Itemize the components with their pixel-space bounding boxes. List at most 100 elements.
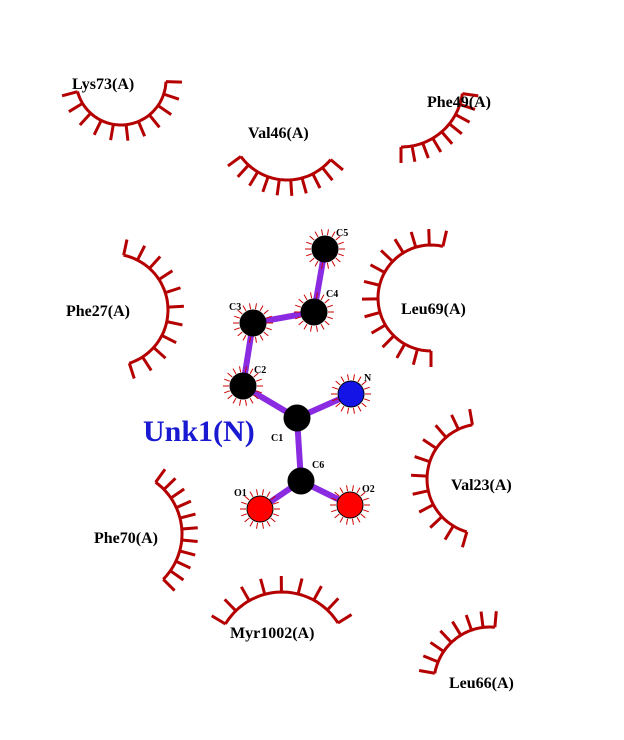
- atom-label-C1: C1: [271, 433, 283, 444]
- contact-arc-spoke: [210, 614, 227, 626]
- atom-C6: [287, 467, 315, 495]
- contact-arc-spoke: [141, 356, 153, 372]
- contact-arc-spoke: [167, 304, 184, 309]
- contact-arc-spoke: [448, 122, 463, 135]
- contact-arc-spoke: [227, 155, 242, 168]
- atom-label-O2: O2: [362, 484, 375, 495]
- contact-arc-spoke: [418, 503, 435, 514]
- residue-labels: Lys73(A)Phe49(A)Val46(A)Phe27(A)Leu69(A)…: [66, 76, 514, 692]
- contact-arc-spoke: [289, 179, 294, 196]
- contact-arc-curve: [376, 243, 444, 353]
- contact-arc-phe27: [122, 239, 184, 379]
- contact-arc-spoke: [321, 166, 334, 182]
- contact-arc-spoke: [493, 611, 498, 628]
- contact-arc-val23: [411, 408, 474, 548]
- contact-arc-spoke: [468, 408, 474, 426]
- contact-arc-spoke: [181, 538, 198, 544]
- contact-arc-spoke: [312, 585, 323, 601]
- contact-arc-spoke: [157, 104, 173, 116]
- contact-arc-spoke: [163, 92, 180, 101]
- atom-contact-ticks-C4: [294, 292, 334, 332]
- contact-arc-spoke: [136, 245, 147, 261]
- contact-arc-val46: [227, 155, 344, 196]
- contact-arc-spoke: [422, 438, 438, 450]
- atom-C5: [311, 235, 339, 263]
- contact-arc-spoke: [380, 249, 394, 263]
- contact-arc-curve: [239, 155, 332, 182]
- residue-label-myr1002: Myr1002(A): [230, 625, 314, 642]
- atom-label-C3: C3: [229, 302, 241, 313]
- ligand-name-label: Unk1(N): [143, 415, 255, 448]
- contact-arc-spoke: [162, 477, 177, 491]
- contact-arc-spoke: [261, 176, 270, 193]
- residue-label-phe27: Phe27(A): [66, 303, 130, 320]
- contact-arc-spoke: [441, 230, 448, 247]
- contact-arc-leu69: [361, 228, 448, 367]
- contact-arc-phe70: [154, 468, 198, 592]
- contact-arc-spoke: [411, 473, 428, 478]
- contact-arc-spoke: [479, 611, 485, 628]
- residue-label-phe70: Phe70(A): [94, 530, 158, 547]
- residue-label-phe49: Phe49(A): [427, 94, 491, 111]
- contact-arc-curve: [425, 423, 473, 534]
- atom-N: [337, 380, 365, 408]
- contact-arc-spoke: [109, 124, 115, 141]
- contact-arc-spoke: [92, 119, 103, 136]
- atom-C1: [283, 404, 311, 432]
- atom-label-C5: C5: [336, 228, 348, 239]
- contact-arc-spoke: [410, 145, 417, 163]
- contact-arc-lys73: [61, 80, 183, 141]
- atom-contact-ticks-O1: [240, 489, 280, 529]
- contact-arc-spoke: [61, 90, 78, 98]
- contact-arc-spoke: [364, 310, 381, 319]
- atom-label-N: N: [364, 373, 372, 384]
- contact-arc-spoke: [460, 531, 469, 548]
- atom-contact-ticks-C2: [223, 366, 263, 406]
- contact-arc-phe49: [399, 92, 479, 163]
- contact-arc-spoke: [431, 137, 443, 153]
- contact-arc-spoke: [464, 614, 473, 631]
- residue-label-leu66: Leu66(A): [449, 675, 514, 692]
- residue-label-leu69: Leu69(A): [401, 301, 466, 318]
- contact-arc-spoke: [165, 80, 183, 84]
- contact-arc-spoke: [236, 164, 250, 178]
- contact-arc-spoke: [78, 112, 92, 127]
- contact-arc-spoke: [166, 320, 183, 327]
- contact-arc-spoke: [429, 515, 443, 529]
- contact-arc-spoke: [337, 613, 353, 625]
- contact-arc-spoke: [122, 239, 129, 256]
- contact-arc-spoke: [124, 124, 130, 141]
- hydrophobic-contacts: [61, 80, 498, 675]
- contact-arc-spoke: [422, 654, 439, 664]
- contact-arc-spoke: [240, 586, 251, 602]
- contact-arc-spoke: [275, 179, 281, 196]
- atom-C4: [300, 298, 328, 326]
- contact-arc-spoke: [427, 228, 431, 246]
- contact-arc-spoke: [169, 569, 185, 582]
- contact-arc-spoke: [175, 559, 192, 570]
- contact-arc-spoke: [454, 113, 471, 124]
- contact-arc-spoke: [162, 578, 176, 592]
- atom-C3: [239, 309, 267, 337]
- contact-arc-spoke: [179, 512, 196, 520]
- contact-arc-curve: [224, 590, 340, 625]
- contact-arc-spoke: [411, 348, 419, 366]
- contact-arc-curve: [154, 481, 184, 581]
- atom-contact-ticks-N: [331, 374, 371, 414]
- residue-label-val23: Val23(A): [451, 477, 512, 494]
- residue-label-lys73: Lys73(A): [72, 76, 134, 93]
- contact-arc-spoke: [311, 173, 322, 189]
- contact-arc-spoke: [429, 641, 445, 653]
- contact-arc-spoke: [68, 102, 84, 113]
- contact-arc-spoke: [450, 414, 460, 430]
- contact-arc-spoke: [259, 578, 267, 595]
- contact-arc-spoke: [300, 177, 308, 194]
- contact-arc-spoke: [363, 279, 380, 287]
- contact-arc-spoke: [414, 455, 431, 464]
- contact-arc-spoke: [179, 549, 196, 557]
- atom-label-C6: C6: [312, 460, 324, 471]
- contact-arc-spoke: [409, 231, 418, 248]
- atom-label-O1: O1: [234, 488, 247, 499]
- contact-arc-spoke: [395, 343, 407, 359]
